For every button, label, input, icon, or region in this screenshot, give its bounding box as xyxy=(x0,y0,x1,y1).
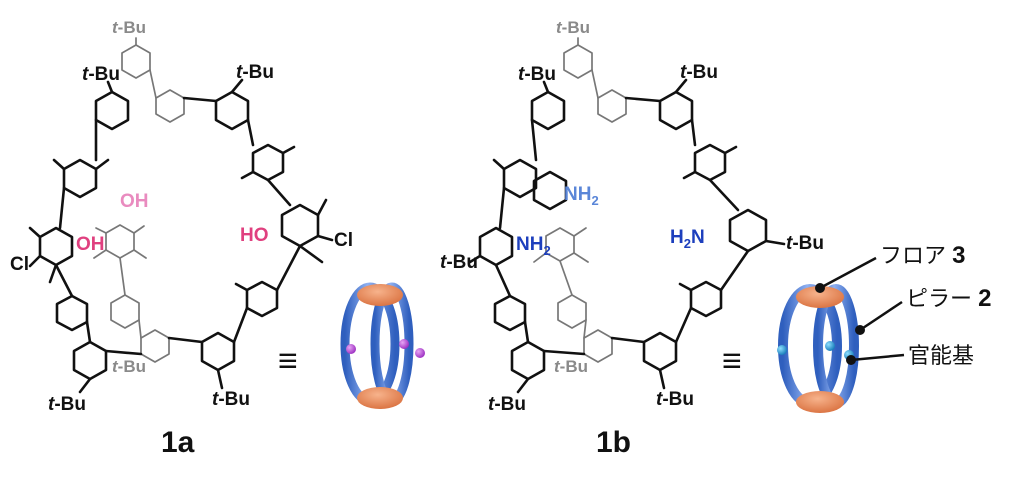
tbu-label-bottom-back: t-Bu xyxy=(112,357,146,376)
legend-floor: フロア 3 xyxy=(880,242,965,269)
callout-line-floor xyxy=(819,256,877,290)
molecule-1b-labels: t-Bu t-Bu t-Bu NH2 NH2 H2N t-Bu t-Bu t-B… xyxy=(440,18,824,415)
tbu-label-top-left: t-Bu xyxy=(518,64,556,85)
tbu-label-top-back: t-Bu xyxy=(556,18,590,37)
cl-label-left: Cl xyxy=(10,254,29,275)
nh2-label-back: NH2 xyxy=(564,184,599,208)
functional-group-bead xyxy=(346,344,356,354)
tbu-label-bottom-right: t-Bu xyxy=(212,389,250,410)
legend-pillar: ピラー 2 xyxy=(906,285,991,312)
tbu-label-top-left: t-Bu xyxy=(82,64,120,85)
molecule-1a: t-Bu t-Bu t-Bu OH OH HO Cl Cl t-Bu t-Bu … xyxy=(10,18,353,415)
functional-group-bead xyxy=(415,348,425,358)
cl-label-right: Cl xyxy=(334,230,353,251)
legend-functional-group: 官能基 xyxy=(908,343,974,368)
tbu-label-top-right: t-Bu xyxy=(236,62,274,83)
equivalence-sign-1a: ≡ xyxy=(278,342,298,380)
tbu-label-bottom-right: t-Bu xyxy=(656,389,694,410)
tbu-label-bottom-left: t-Bu xyxy=(488,394,526,415)
legend: フロア 3 ピラー 2 官能基 xyxy=(880,242,991,368)
molecule-1a-front-bonds xyxy=(28,78,334,394)
callout-dot-pillar xyxy=(855,325,865,335)
floor-bottom-1a xyxy=(357,387,403,409)
oh-label-front: OH xyxy=(76,234,105,255)
tbu-label-bottom-back: t-Bu xyxy=(554,357,588,376)
molecule-1b-front-bonds xyxy=(468,78,786,394)
callout-dot-floor xyxy=(815,283,825,293)
compound-label-1a: 1a xyxy=(161,426,195,459)
callout-dot-functional-group xyxy=(846,355,856,365)
nh2-label-front: NH2 xyxy=(516,234,551,258)
floor-bottom-1b xyxy=(796,391,844,413)
molecule-1a-labels: t-Bu t-Bu t-Bu OH OH HO Cl Cl t-Bu t-Bu … xyxy=(10,18,353,415)
tbu-label-left: t-Bu xyxy=(440,252,478,273)
callout-line-pillar xyxy=(859,300,903,332)
floor-top-1a xyxy=(357,284,403,306)
tbu-label-bottom-left: t-Bu xyxy=(48,394,86,415)
oh-label-back: OH xyxy=(120,191,149,212)
functional-group-bead xyxy=(825,341,835,351)
callout-line-functional-group xyxy=(850,353,905,362)
compound-label-1b: 1b xyxy=(596,426,631,459)
h2n-label-right: H2N xyxy=(670,227,705,251)
functional-group-bead xyxy=(399,339,409,349)
molecule-1b: t-Bu t-Bu t-Bu NH2 NH2 H2N t-Bu t-Bu t-B… xyxy=(440,18,824,415)
tbu-label-top-back: t-Bu xyxy=(112,18,146,37)
tbu-label-top-right: t-Bu xyxy=(680,62,718,83)
floor-top-1b xyxy=(796,286,844,308)
cage-cartoon-1b xyxy=(777,256,905,413)
functional-group-bead xyxy=(777,345,787,355)
tbu-label-right: t-Bu xyxy=(786,233,824,254)
ho-label-right: HO xyxy=(240,225,269,246)
equivalence-sign-1b: ≡ xyxy=(722,342,742,380)
cage-cartoon-1a xyxy=(340,282,425,409)
